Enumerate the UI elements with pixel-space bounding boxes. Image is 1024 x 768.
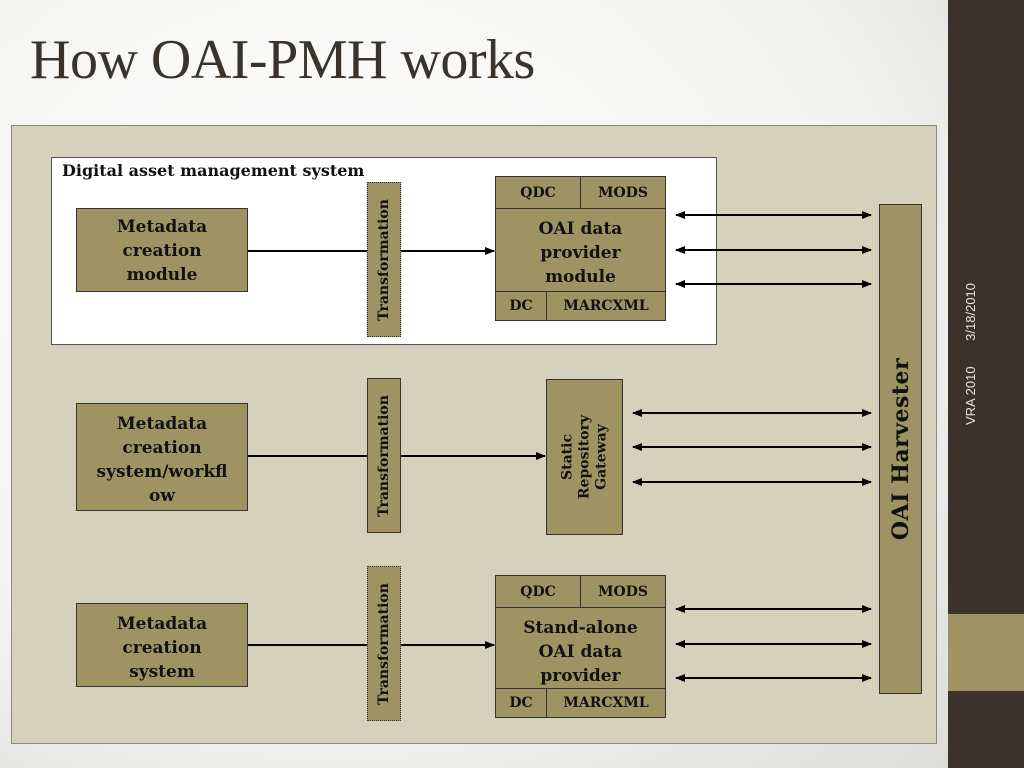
gateway-label: Static Repository Gateway: [559, 414, 609, 500]
transformation-box-2: Transformation: [367, 378, 401, 533]
dams-label: Digital asset management system: [62, 161, 365, 180]
footer-date: 3/18/2010: [963, 282, 978, 341]
transformation-label-1: Transformation: [376, 198, 392, 321]
metadata-creation-module: Metadata creation module: [76, 208, 248, 292]
format-qdc-1: QDC: [495, 176, 581, 209]
footer-event: VRA 2010: [963, 366, 978, 425]
format-qdc-3: QDC: [495, 575, 581, 608]
format-mods-3: MODS: [580, 575, 666, 608]
slide-title: How OAI-PMH works: [30, 29, 535, 91]
format-dc-3: DC: [495, 688, 547, 718]
transformation-box-1: Transformation: [367, 182, 401, 337]
oai-harvester-label: OAI Harvester: [887, 357, 914, 541]
stand-alone-oai-data-provider: Stand-alone OAI data provider: [495, 607, 666, 690]
transformation-label-3: Transformation: [376, 582, 392, 705]
format-marcxml-3: MARCXML: [546, 688, 666, 718]
format-dc-1: DC: [495, 291, 547, 321]
transformation-box-3: Transformation: [367, 566, 401, 721]
metadata-creation-system: Metadata creation system: [76, 603, 248, 687]
slide-footer: VRA 2010 3/18/2010: [963, 283, 978, 425]
format-mods-1: MODS: [580, 176, 666, 209]
metadata-creation-workflow: Metadata creation system/workfl ow: [76, 403, 248, 511]
transformation-label-2: Transformation: [376, 394, 392, 517]
format-marcxml-1: MARCXML: [546, 291, 666, 321]
side-accent: [948, 614, 1024, 691]
oai-harvester: OAI Harvester: [879, 204, 922, 694]
static-repository-gateway: Static Repository Gateway: [546, 379, 623, 535]
oai-data-provider-module: OAI data provider module: [495, 208, 666, 292]
